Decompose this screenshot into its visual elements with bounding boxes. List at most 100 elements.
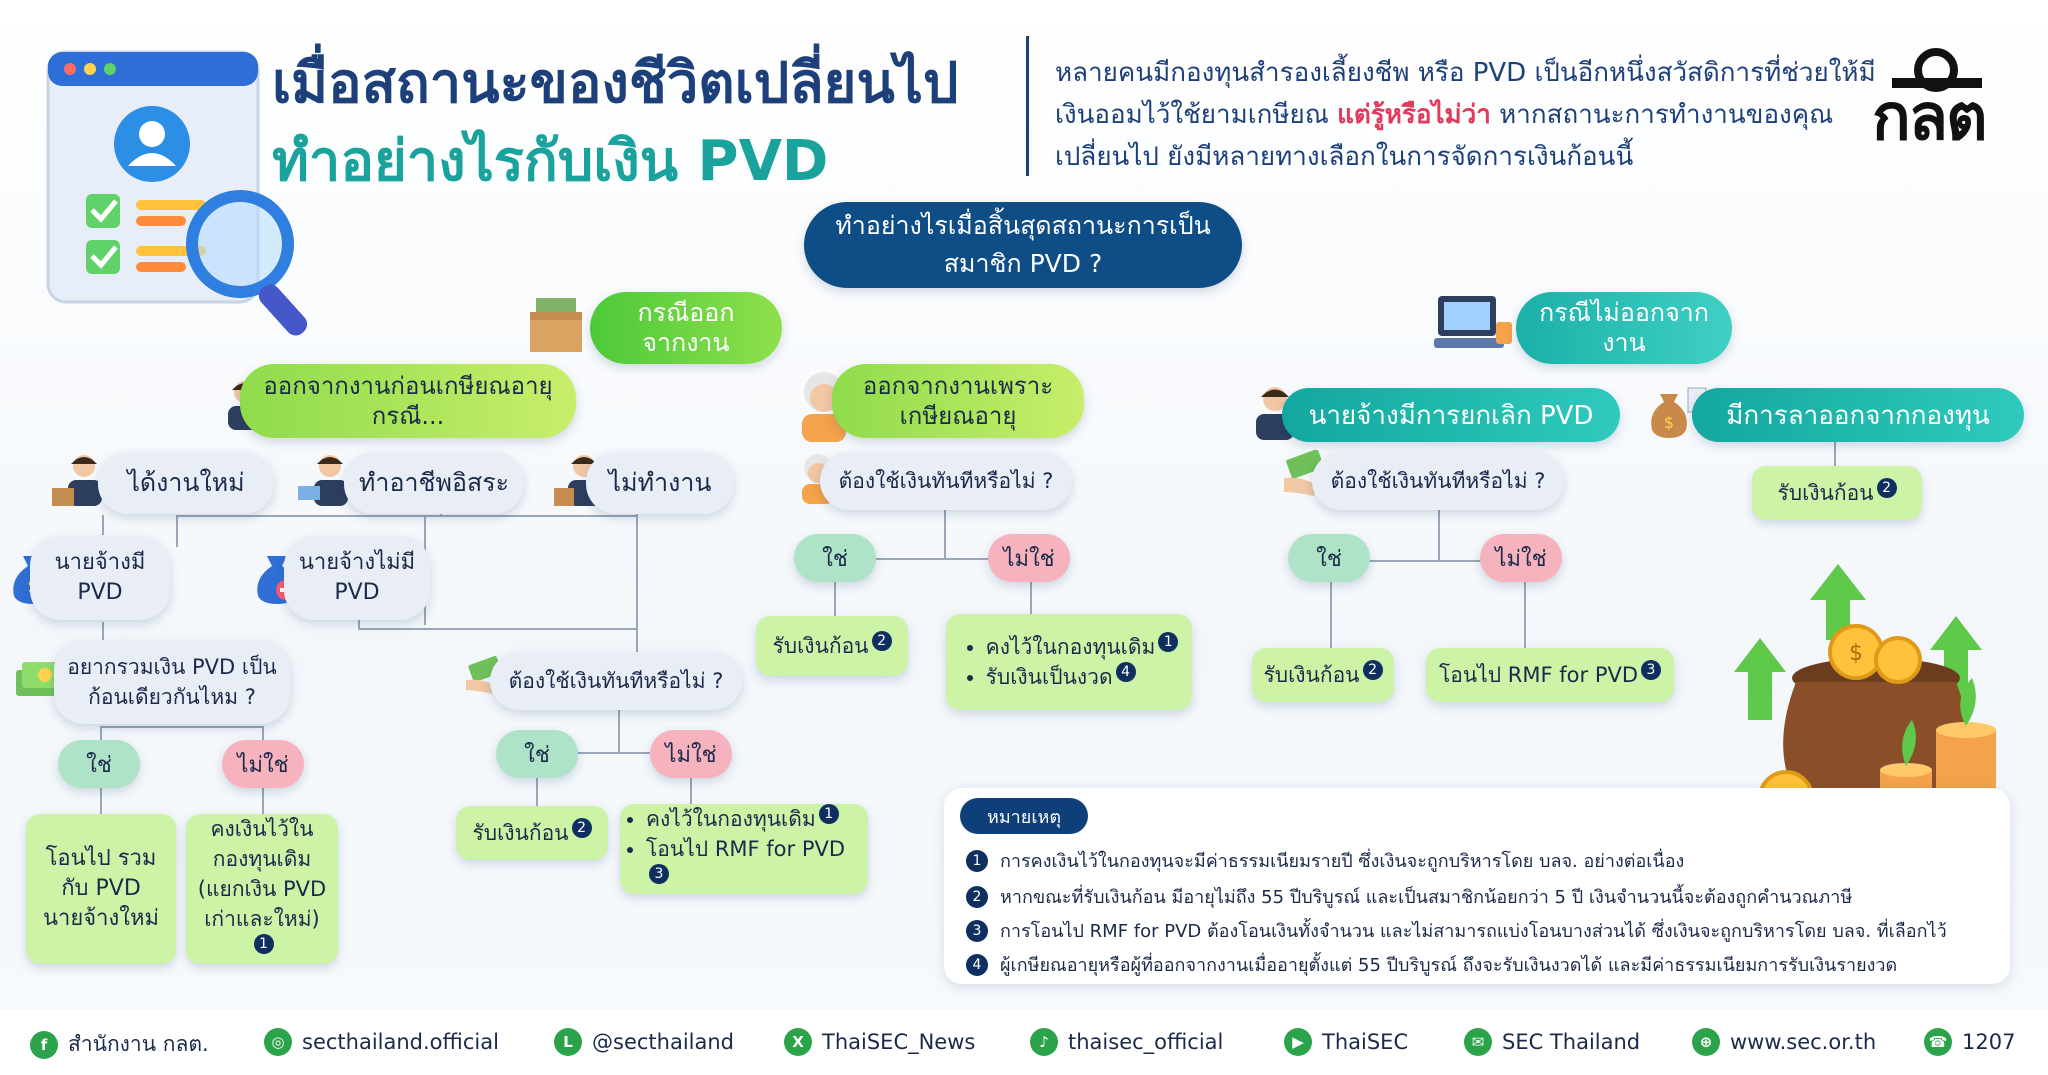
case-resign-label: กรณีออกจากงาน: [590, 292, 782, 364]
connector: [100, 782, 102, 816]
connector: [1524, 582, 1526, 648]
need-cash-question: ต้องใช้เงินทันทีหรือไม่ ?: [490, 652, 742, 710]
keep-or-rmf-result: คงไว้ในกองทุนเดิม1 โอนไป RMF for PVD3: [620, 804, 868, 894]
note-ref-badge: 1: [253, 934, 274, 954]
connector: [176, 515, 178, 547]
no-work-label: ไม่ทำงาน: [586, 452, 734, 514]
connector: [834, 580, 836, 616]
connector: [690, 752, 692, 804]
merge-no-result: คงเงินไว้ในกองทุนเดิม (แยกเงิน PVD เก่าแ…: [186, 814, 338, 964]
profile-document-illustration: [46, 50, 308, 336]
phone-icon: ☎: [1924, 1028, 1952, 1056]
connector: [176, 515, 636, 517]
connector: [834, 558, 1030, 560]
connector: [100, 726, 264, 728]
facebook-icon: f: [30, 1030, 58, 1059]
hand-money-icon: [1284, 450, 1324, 496]
notes-header: หมายเหตุ: [960, 798, 1088, 834]
footer-phone[interactable]: ☎1207: [1924, 1028, 2015, 1056]
merge-question: อยากรวมเงิน PVD เป็นก้อนเดียวกันไหม ?: [54, 640, 290, 724]
connector: [262, 726, 264, 742]
box-icon: [530, 298, 582, 352]
retire-no: ไม่ใช่: [988, 534, 1070, 582]
note-badge: 1: [966, 849, 988, 872]
connector: [262, 782, 264, 816]
employer-has-pvd: นายจ้างมี PVD: [30, 536, 170, 620]
retire-need-cash-question: ต้องใช้เงินทันทีหรือไม่ ?: [820, 452, 1072, 510]
employer-no-pvd: นายจ้างไม่มี PVD: [284, 536, 430, 620]
svg-text:$: $: [1849, 641, 1863, 666]
title-line2: ทำอย่างไรกับเงิน PVD: [272, 129, 829, 194]
new-job-label: ได้งานใหม่: [98, 452, 274, 514]
notes-box: [944, 788, 2010, 984]
note-ref-badge: 4: [1115, 662, 1136, 682]
sec-logo-text: กลต: [1872, 81, 1988, 155]
note-ref-badge: 3: [1641, 660, 1662, 680]
note-ref-badge: 2: [571, 818, 592, 838]
title-line1: เมื่อสถานะของชีวิตเปลี่ยนไป: [272, 51, 959, 116]
connector: [690, 780, 692, 810]
retire-yes: ใช่: [794, 534, 876, 582]
connector: [636, 505, 638, 655]
sec-logo-icon: [1892, 48, 1982, 92]
footer-line[interactable]: L@secthailand: [554, 1028, 734, 1056]
note-ref-badge: 2: [871, 631, 892, 651]
connector: [102, 515, 104, 535]
footer-chat[interactable]: ✉SEC Thailand: [1464, 1028, 1640, 1056]
line-icon: L: [554, 1028, 582, 1056]
businessman-icon: [52, 455, 102, 506]
merge-yes-result: โอนไป รวมกับ PVD นายจ้างใหม่: [26, 814, 176, 964]
footer-tiktok[interactable]: ♪thaisec_official: [1030, 1028, 1223, 1056]
need-cash-yes: ใช่: [496, 730, 578, 778]
stay-need-cash-question: ต้องใช้เงินทันทีหรือไม่ ?: [1312, 452, 1564, 510]
connector: [536, 752, 538, 812]
case-stay-label: กรณีไม่ออกจากงาน: [1516, 292, 1732, 364]
center-question: ทำอย่างไรเมื่อสิ้นสุดสถานะการเป็นสมาชิก …: [804, 202, 1242, 288]
stay-yes: ใช่: [1288, 534, 1370, 582]
connector: [358, 620, 360, 630]
connector: [1330, 560, 1526, 562]
chat-icon: ✉: [1464, 1028, 1492, 1056]
businessman-icon: [298, 455, 348, 506]
connector: [1030, 580, 1032, 616]
computer-work-icon: [1434, 296, 1512, 348]
merge-no: ไม่ใช่: [222, 740, 304, 788]
note-ref-badge: 2: [1362, 660, 1383, 680]
connector: [618, 696, 620, 754]
connector: [944, 512, 946, 560]
globe-icon: ⊕: [1692, 1028, 1720, 1056]
x-icon: X: [784, 1028, 812, 1056]
retire-label: ออกจากงานเพราะเกษียณอายุ: [832, 364, 1084, 438]
note-badge: 3: [966, 919, 988, 942]
svg-text:$: $: [1664, 413, 1674, 432]
note-ref-badge: 2: [1876, 478, 1897, 498]
note-ref-badge: 1: [1158, 632, 1179, 652]
intro-highlight: แต่รู้หรือไม่ว่า: [1337, 100, 1491, 130]
footer-youtube[interactable]: ▶ThaiSEC: [1284, 1028, 1408, 1056]
youtube-icon: ▶: [1284, 1028, 1312, 1056]
stay-no: ไม่ใช่: [1480, 534, 1562, 582]
connector: [358, 628, 638, 630]
freelance-label: ทำอาชีพอิสระ: [344, 452, 524, 514]
leave-fund-label: มีการลาออกจากกองทุน: [1692, 388, 2024, 442]
merge-yes: ใช่: [58, 740, 140, 788]
footer-website[interactable]: ⊕www.sec.or.th: [1692, 1028, 1876, 1056]
intro-text: หลายคนมีกองทุนสำรองเลี้ยงชีพ หรือ PVD เป…: [1055, 58, 1876, 172]
connector: [1834, 440, 1836, 470]
connector: [1330, 582, 1332, 648]
employer-cancel-pvd: นายจ้างมีการยกเลิก PVD: [1282, 388, 1620, 442]
footer-instagram[interactable]: ◎secthailand.official: [264, 1028, 499, 1056]
connector: [536, 752, 692, 754]
connector: [100, 726, 102, 742]
